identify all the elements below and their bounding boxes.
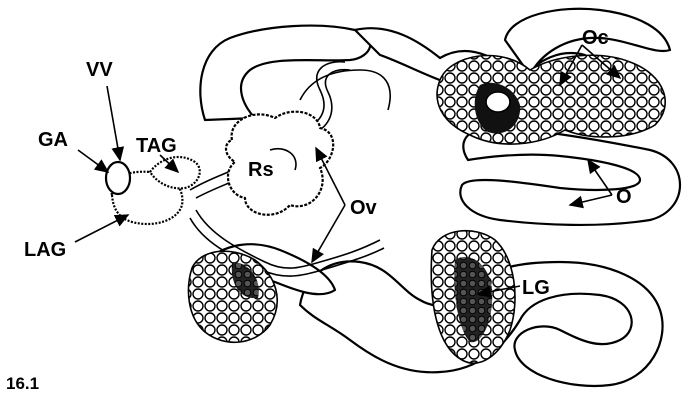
label-lag: LAG — [24, 239, 66, 261]
upper-oocyte-cluster — [437, 55, 665, 144]
genital-atrium — [106, 162, 130, 194]
label-tag: TAG — [136, 135, 177, 157]
label-rs: Rs — [248, 159, 274, 181]
label-lg: LG — [522, 277, 550, 299]
label-ov: Ov — [350, 197, 378, 219]
receptaculum-seminis — [226, 112, 333, 215]
label-o: O — [616, 186, 632, 208]
label-ga: GA — [38, 129, 68, 151]
upper-left-tubule-loop — [200, 26, 370, 120]
figure-number: 16.1 — [6, 374, 39, 393]
label-vv: VV — [86, 59, 113, 81]
accessory-glands — [106, 157, 200, 224]
label-oc: Oc — [582, 27, 609, 49]
